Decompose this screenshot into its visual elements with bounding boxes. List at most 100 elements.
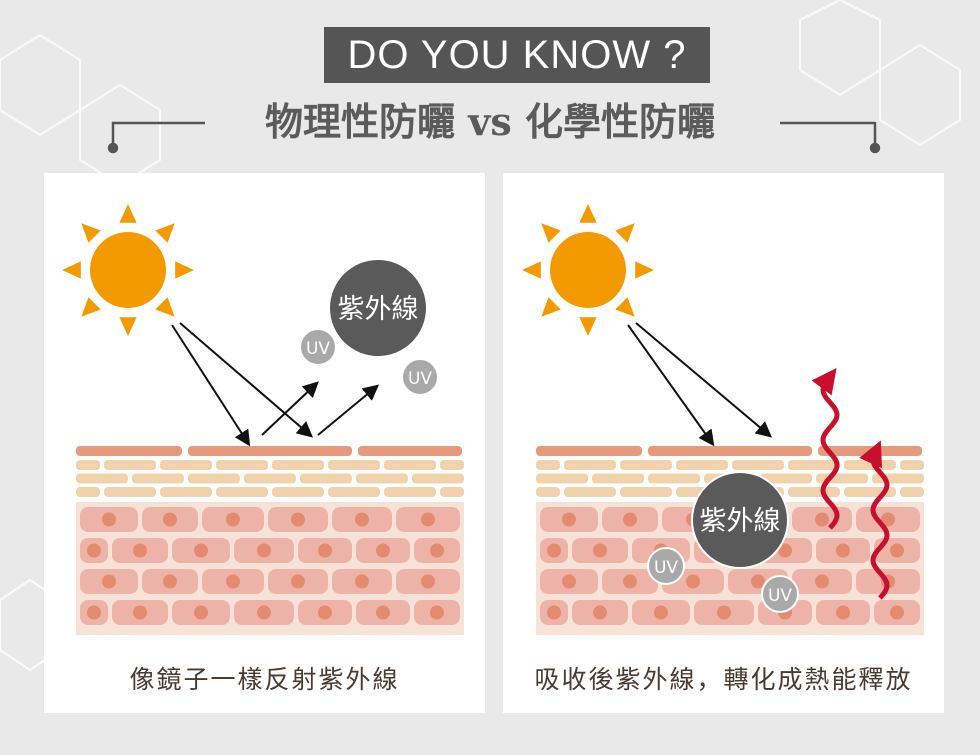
skin-brick: [760, 473, 812, 484]
uv-small-label: UV: [768, 586, 792, 606]
panel-caption: 像鏡子一樣反射紫外線: [129, 665, 400, 694]
sun-ray: [81, 297, 101, 317]
panel-caption: 吸收後紫外線，轉化成熱能釋放: [534, 665, 913, 694]
cell-nucleus: [355, 512, 369, 527]
cell-nucleus: [881, 512, 895, 527]
cell-nucleus: [163, 574, 177, 589]
reflected-ray-arrow: [261, 381, 319, 436]
physical-diagram: 紫外線 UV UV: [62, 204, 464, 635]
skin-brick: [328, 487, 380, 497]
skin-brick: [76, 460, 100, 470]
cell-nucleus: [318, 605, 332, 620]
sun-ray: [62, 261, 81, 279]
sun-ray: [635, 261, 654, 279]
skin-surface-segment: [648, 446, 812, 456]
skin-brick: [564, 487, 616, 497]
skin-brick: [788, 487, 840, 497]
cell-nucleus: [133, 605, 147, 620]
uv-ray-arrows: [171, 322, 380, 447]
skin-brick: [272, 460, 324, 470]
skin-surface-segment: [536, 446, 642, 456]
skin-brick: [76, 487, 100, 497]
chemical-diagram: 紫外線 UV UV: [522, 204, 924, 635]
cell-nucleus: [836, 605, 850, 620]
physical-sunscreen-panel: 紫外線 UV UV 像鏡子一樣反射紫外線: [44, 173, 485, 713]
cell-nucleus: [836, 543, 850, 558]
skin-brick: [412, 473, 464, 484]
skin-brick: [160, 487, 212, 497]
cell-nucleus: [421, 574, 435, 589]
cell-nucleus: [376, 605, 390, 620]
sun-ray: [541, 297, 561, 317]
sun-ray: [579, 317, 597, 336]
uv-small-circle: [647, 547, 685, 585]
sun-ray: [615, 223, 635, 243]
skin-brick: [188, 473, 240, 484]
cell-nucleus: [102, 512, 116, 527]
cell-nucleus: [778, 543, 792, 558]
cell-nucleus: [547, 543, 561, 558]
cell-nucleus: [890, 543, 904, 558]
cell-nucleus: [257, 543, 271, 558]
incoming-ray-arrow: [171, 324, 251, 447]
skin-brick: [900, 487, 924, 497]
skin-brick: [440, 487, 464, 497]
cell-nucleus: [593, 605, 607, 620]
skin-brick: [844, 460, 896, 470]
cell-nucleus: [133, 543, 147, 558]
skin-brick: [788, 460, 840, 470]
uv-small-circle: [401, 358, 439, 396]
cell-nucleus: [87, 543, 101, 558]
cell-nucleus: [547, 605, 561, 620]
cell-nucleus: [226, 574, 240, 589]
uv-small-label: UV: [306, 339, 330, 359]
skin-surface-segment: [188, 446, 352, 456]
skin-brick: [536, 473, 588, 484]
skin-brick: [132, 473, 184, 484]
sun-ray: [155, 223, 175, 243]
skin-brick: [564, 460, 616, 470]
cell-nucleus: [163, 512, 177, 527]
cell-nucleus: [355, 574, 369, 589]
cell-nucleus: [430, 605, 444, 620]
skin-brick: [620, 487, 672, 497]
skin-brick: [216, 487, 268, 497]
sun-ray: [615, 297, 635, 317]
uv-label: 紫外線: [700, 506, 781, 537]
cell-nucleus: [815, 512, 829, 527]
uv-small-circle: [761, 575, 799, 613]
skin-layers: [76, 446, 464, 635]
skin-brick: [592, 473, 644, 484]
skin-brick: [104, 487, 156, 497]
skin-brick: [216, 460, 268, 470]
skin-brick: [160, 460, 212, 470]
cell-nucleus: [815, 574, 829, 589]
sun-ray: [175, 261, 194, 279]
cell-nucleus: [257, 605, 271, 620]
sun-disc: [550, 232, 626, 308]
uv-circle: [330, 260, 426, 356]
sun-ray: [522, 261, 541, 279]
skin-brick: [440, 460, 464, 470]
sun-ray: [81, 223, 101, 243]
sun-disc: [90, 232, 166, 308]
cell-nucleus: [87, 605, 101, 620]
incoming-ray-arrow: [635, 322, 773, 438]
skin-brick: [244, 473, 296, 484]
skin-brick: [536, 460, 560, 470]
sun-ray: [155, 297, 175, 317]
cell-nucleus: [593, 543, 607, 558]
skin-brick: [76, 473, 128, 484]
skin-brick: [732, 460, 784, 470]
cell-nucleus: [751, 574, 765, 589]
heat-wave-arrow: [859, 440, 890, 600]
cell-nucleus: [562, 512, 576, 527]
cell-nucleus: [194, 605, 208, 620]
cell-nucleus: [890, 605, 904, 620]
skin-brick: [328, 460, 380, 470]
cell-nucleus: [686, 574, 700, 589]
cell-nucleus: [194, 543, 208, 558]
skin-brick: [900, 460, 924, 470]
cell-nucleus: [318, 543, 332, 558]
